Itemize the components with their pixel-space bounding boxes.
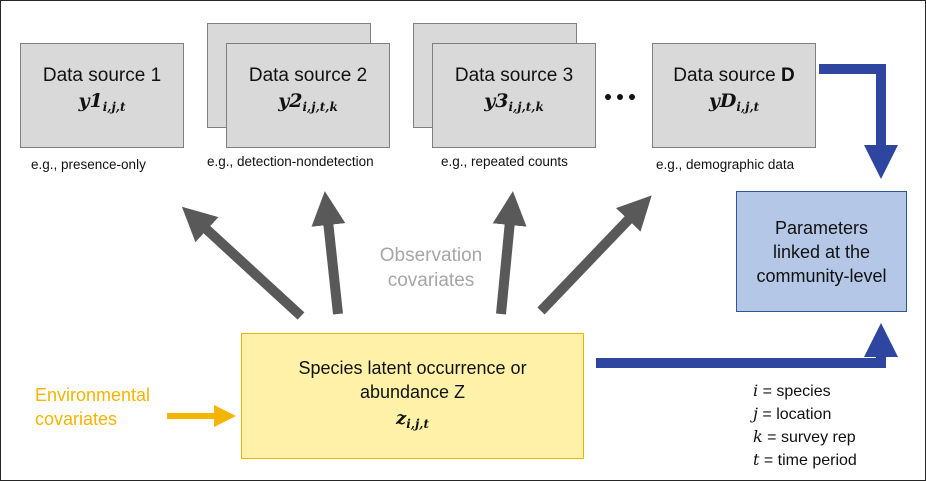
legend-row-species: i = species [753,381,831,400]
index-legend: i = species j = location k = survey rep … [753,380,857,472]
latent-line-2: abundance Z [359,381,466,402]
more-sources-ellipsis [605,94,635,100]
data-source-2: Data source 2 y2i,j,t,k [226,43,390,148]
data-source-d-symbol: yDi,j,t [708,89,760,114]
legend-row-location: j = location [753,404,832,423]
data-source-2-title: Data source 2 [248,64,368,86]
data-source-1-title: Data source 1 [42,64,162,86]
data-source-d-caption: e.g., demographic data [656,157,795,172]
data-source-d: Data source D yDi,j,t [652,43,816,148]
parameters-line-3: community-level [756,265,887,286]
arrow-latent-to-parameters [596,323,898,368]
latent-line-1: Species latent occurrence or [298,357,527,378]
arrow-source-d-to-parameters [819,64,898,179]
latent-state-box: Species latent occurrence or abundance Z… [241,333,584,459]
parameters-line-1: Parameters [774,217,869,238]
latent-symbol: zi,j,t [395,407,430,431]
arrow-to-source-3 [492,191,527,315]
data-source-d-title: Data source D [673,64,795,86]
data-source-2-caption: e.g., detection-nondetection [207,154,374,169]
arrow-to-source-2 [311,191,346,315]
parameters-line-2: linked at the [772,241,871,262]
data-source-3-caption: e.g., repeated counts [441,154,568,169]
observation-covariates-label: Observation covariates [379,245,483,291]
data-source-3-symbol: y3i,j,t,k [484,89,544,114]
arrow-to-source-d [537,195,652,315]
data-source-2-symbol: y2i,j,t,k [278,89,338,114]
data-source-3: Data source 3 y3i,j,t,k [432,43,596,148]
data-source-1-symbol: y1i,j,t [78,89,126,114]
environmental-covariates-label: Environmental covariates [35,385,151,429]
data-source-3-title: Data source 3 [454,64,574,86]
parameters-box: Parameters linked at the community-level [736,191,907,312]
arrow-to-source-1 [181,206,305,320]
legend-row-survey-rep: k = survey rep [753,427,856,446]
data-source-1: Data source 1 y1i,j,t [20,43,184,148]
data-source-1-caption: e.g., presence-only [31,157,146,172]
legend-row-time-period: t = time period [753,450,857,469]
